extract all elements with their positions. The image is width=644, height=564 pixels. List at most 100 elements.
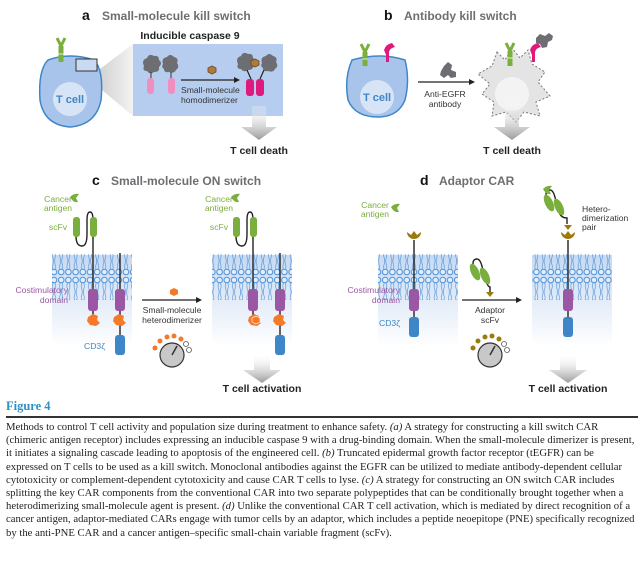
caption-text: Methods to control T cell activity and p… xyxy=(6,421,638,540)
costim-label-line1: Costimulatory xyxy=(15,285,68,295)
tegfr-receptor-icon xyxy=(384,43,395,62)
figure-caption: Figure 4 Methods to control T cell activ… xyxy=(6,399,638,540)
scfv-domain-icon xyxy=(250,217,257,237)
arrow-head-icon xyxy=(469,79,475,85)
caption-divider xyxy=(6,416,638,418)
heterodimerizer-molecule-icon xyxy=(170,288,178,296)
arrow-head-icon xyxy=(196,297,202,303)
car-receptor-icon xyxy=(504,42,516,66)
panel-c-outcome: T cell activation xyxy=(223,383,302,395)
anti-pne-receptor-icon xyxy=(407,231,421,239)
caption-marker-c: (c) xyxy=(361,473,374,486)
arrow-head-icon xyxy=(234,77,240,83)
panel-a-title: Small-molecule kill switch xyxy=(102,9,251,23)
bound-adaptor-icon xyxy=(543,185,572,230)
arrow-head-icon xyxy=(516,297,522,303)
cd3z-label: CD3ζ xyxy=(84,341,105,351)
agent-label-line1: Small-molecule xyxy=(143,305,202,315)
panel-d-letter: d xyxy=(420,172,429,188)
cd3z-domain-icon xyxy=(115,335,125,355)
caption-d: Unlike the conventional CAR T cell activ… xyxy=(6,500,635,539)
agent-label-line2: scFv xyxy=(481,315,500,325)
cd3z-domain-icon xyxy=(275,335,285,355)
scfv-domain-icon xyxy=(90,217,97,237)
dimerization-domain-icon xyxy=(87,314,100,326)
cancer-antigen-icon xyxy=(231,193,240,203)
antigen-label-line1: Cancer xyxy=(361,200,389,210)
homodimerizer-molecule-icon xyxy=(207,65,217,75)
cd3z-domain-icon xyxy=(563,317,573,337)
agent-label-line1: Small-molecule xyxy=(181,85,240,95)
panel-c: c Small-molecule ON switch Cancer antige… xyxy=(15,172,301,395)
agent-label-line2: antibody xyxy=(429,99,462,109)
costimulatory-domain-icon xyxy=(409,289,419,311)
panel-d-title: Adaptor CAR xyxy=(439,174,515,188)
caption-a: A strategy for constructing a kill switc… xyxy=(6,421,635,460)
down-arrow-icon xyxy=(241,106,277,140)
panel-b: b Antibody kill switch T cell Anti-EGFR … xyxy=(345,7,553,157)
caption-c: A strategy for constructing an ON switch… xyxy=(6,473,624,513)
antigen-label-line2: antigen xyxy=(44,203,72,213)
scfv-label: scFv xyxy=(49,222,68,232)
antigen-label-line1: Cancer xyxy=(205,194,233,204)
t-cell-label: T cell xyxy=(56,94,84,106)
agent-label-line2: homodimerizer xyxy=(181,95,238,105)
down-arrow-icon xyxy=(494,103,530,140)
panel-c-title: Small-molecule ON switch xyxy=(111,174,261,188)
costimulatory-domain-icon xyxy=(88,289,98,311)
cd3z-label: CD3ζ xyxy=(379,318,400,328)
panel-a-letter: a xyxy=(82,7,90,23)
cd3z-domain-icon xyxy=(409,317,419,337)
panel-d: d Adaptor CAR Cancer antigen Costimulato… xyxy=(347,172,628,395)
antibody-icon xyxy=(440,62,456,78)
costimulatory-domain-icon xyxy=(275,289,285,311)
costim-label-line2: domain xyxy=(372,295,400,305)
agent-label-line1: Anti-EGFR xyxy=(424,89,466,99)
caption-marker-b: (b) xyxy=(322,447,335,460)
caspase9-monomer-icon xyxy=(162,55,179,94)
caption-b: Truncated epidermal growth factor recept… xyxy=(6,447,623,486)
t-cell-nucleus xyxy=(53,82,87,116)
panel-d-outcome: T cell activation xyxy=(529,383,608,395)
bound-antibody-icon xyxy=(536,33,553,48)
scfv-domain-icon xyxy=(233,217,240,237)
antigen-label-line2: antigen xyxy=(361,209,389,219)
dose-dial-icon xyxy=(470,333,510,368)
caption-marker-a: (a) xyxy=(389,421,403,433)
costim-label-line2: domain xyxy=(40,295,68,305)
down-arrow-icon xyxy=(549,355,587,383)
zoom-box xyxy=(75,58,98,72)
zoom-cone xyxy=(96,44,133,116)
costimulatory-domain-icon xyxy=(563,289,573,311)
anti-pne-receptor-icon xyxy=(561,231,575,239)
figure-4-illustration: a Small-molecule kill switch T cell Indu… xyxy=(15,7,628,395)
agent-label-line2: heterodimerizer xyxy=(142,315,202,325)
pair-label-line1: Hetero- xyxy=(582,204,611,214)
tegfr-receptor-icon xyxy=(530,43,541,62)
car-receptor-icon xyxy=(55,37,67,62)
costim-label-line1: Costimulatory xyxy=(347,285,400,295)
panel-c-letter: c xyxy=(92,172,100,188)
down-arrow-icon xyxy=(243,355,281,383)
pair-label-line2: dimerization xyxy=(582,213,629,223)
panel-b-title: Antibody kill switch xyxy=(404,9,517,23)
dose-dial-icon xyxy=(152,333,192,368)
panel-b-letter: b xyxy=(384,7,393,23)
lysing-nucleus xyxy=(495,77,529,111)
caption-marker-d: (d) xyxy=(222,500,235,513)
t-cell-nucleus xyxy=(360,80,394,114)
caspase9-dimer-icon xyxy=(237,52,278,96)
panel-a-outcome: T cell death xyxy=(230,145,288,157)
antigen-label-line1: Cancer xyxy=(44,194,72,204)
car-receptor-icon xyxy=(359,43,371,66)
agent-label-line1: Adaptor xyxy=(475,305,505,315)
t-cell-label: T cell xyxy=(363,92,391,104)
dimerization-domain-icon xyxy=(113,314,126,326)
panel-b-outcome: T cell death xyxy=(483,145,541,157)
cancer-antigen-icon xyxy=(391,203,400,213)
panel-a: a Small-molecule kill switch T cell Indu… xyxy=(38,7,288,157)
inset-title: Inducible caspase 9 xyxy=(140,30,239,42)
costimulatory-domain-icon xyxy=(115,289,125,311)
scfv-domain-icon xyxy=(73,217,80,237)
scfv-label: scFv xyxy=(210,222,229,232)
